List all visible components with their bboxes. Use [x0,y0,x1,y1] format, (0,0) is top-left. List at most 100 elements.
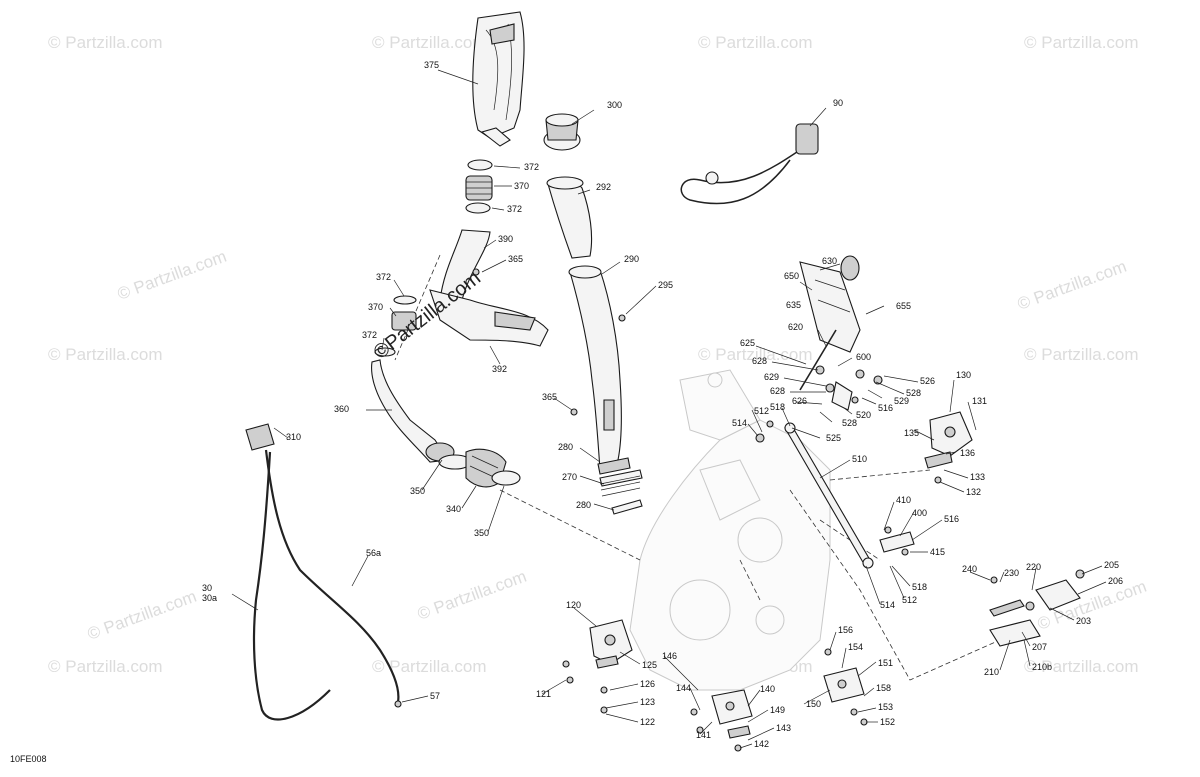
callout-152: 152 [880,717,895,727]
watermark: © Partzilla.com [698,33,813,52]
callout-390: 390 [498,234,513,244]
callout-630: 630 [822,256,837,266]
callout-526: 526 [920,376,935,386]
callout-136: 136 [960,448,975,458]
callout-410: 410 [896,495,911,505]
callout-415: 415 [930,547,945,557]
callout-206: 206 [1108,576,1123,586]
engine-mount-140 [690,689,753,752]
callout-625: 625 [740,338,755,348]
watermark: © Partzilla.com [48,345,163,364]
callout-529: 529 [894,396,909,406]
callout-156: 156 [838,625,853,635]
callout-525: 525 [826,433,841,443]
callout-30: 30 [202,583,212,593]
diagram-reference-code: 10FE008 [10,754,47,764]
callout-125: 125 [642,660,657,670]
intake-duct [472,11,525,147]
callout-528: 528 [906,388,921,398]
callout-149: 149 [770,705,785,715]
callout-207: 207 [1032,642,1047,652]
callout-520: 520 [856,410,871,420]
callout-120: 120 [566,600,581,610]
callout-512: 512 [754,406,769,416]
callout-151: 151 [878,658,893,668]
callout-650: 650 [784,271,799,281]
callout-90: 90 [833,98,843,108]
callout-300: 300 [607,100,622,110]
callout-220: 220 [1026,562,1041,572]
callout-350: 350 [410,486,425,496]
callout-126: 126 [640,679,655,689]
callout-512: 512 [902,595,917,605]
callout-labels: 375 300 90 372 370 372 292 390 365 290 2… [202,60,1123,749]
callout-130: 130 [956,370,971,380]
callout-140: 140 [760,684,775,694]
leader-lines [231,69,1107,749]
callout-292: 292 [596,182,611,192]
callout-370: 370 [514,181,529,191]
callout-600: 600 [856,352,871,362]
callout-230: 230 [1004,568,1019,578]
sensor-cable-90 [680,123,819,205]
callout-290: 290 [624,254,639,264]
callout-372: 372 [362,330,377,340]
clamps-270-280 [597,457,643,515]
callout-210: 210 [984,667,999,677]
intake-boot [438,448,521,488]
callout-270: 270 [562,472,577,482]
callout-628: 628 [752,356,767,366]
watermark: © Partzilla.com [1024,345,1139,364]
callout-510: 510 [852,454,867,464]
callout-518: 518 [912,582,927,592]
callout-210b: 210b [1032,662,1052,672]
callout-350: 350 [474,528,489,538]
filter-cap [543,113,581,151]
callout-144: 144 [676,683,691,693]
callout-392: 392 [492,364,507,374]
watermark: © Partzilla.com [1024,33,1139,52]
callout-133: 133 [970,472,985,482]
callout-518: 518 [770,402,785,412]
callout-310: 310 [286,432,301,442]
callout-360: 360 [334,404,349,414]
watermark: © Partzilla.com [48,657,163,676]
linkage-400 [879,526,915,556]
watermark: © Partzilla.com [1024,657,1139,676]
pedal-assembly [799,255,861,391]
callout-280: 280 [558,442,573,452]
callout-372: 372 [524,162,539,172]
callout-372: 372 [507,204,522,214]
callout-142: 142 [754,739,769,749]
tube-292 [546,176,593,259]
callout-375: 375 [424,60,439,70]
watermark: © Partzilla.com [115,247,229,304]
intake-tube-360 [371,359,455,463]
callout-514: 514 [880,600,895,610]
callout-655: 655 [896,301,911,311]
callout-626: 626 [792,396,807,406]
callout-135: 135 [904,428,919,438]
callout-141: 141 [696,730,711,740]
watermark: © Partzilla.com [1015,257,1129,314]
callout-132: 132 [966,487,981,497]
callout-203: 203 [1076,616,1091,626]
bracket-group-200 [989,569,1085,647]
callout-635: 635 [786,300,801,310]
callout-158: 158 [876,683,891,693]
callout-131: 131 [972,396,987,406]
engine-mount-130 [924,411,973,484]
watermark: © Partzilla.com [372,33,487,52]
callout-365: 365 [508,254,523,264]
callout-514: 514 [732,418,747,428]
callout-122: 122 [640,717,655,727]
callout-143: 143 [776,723,791,733]
callout-121: 121 [536,689,551,699]
callout-56a: 56a [366,548,381,558]
callout-370: 370 [368,302,383,312]
watermark: © Partzilla.com [372,657,487,676]
callout-154: 154 [848,642,863,652]
callout-372: 372 [376,272,391,282]
callout-123: 123 [640,697,655,707]
